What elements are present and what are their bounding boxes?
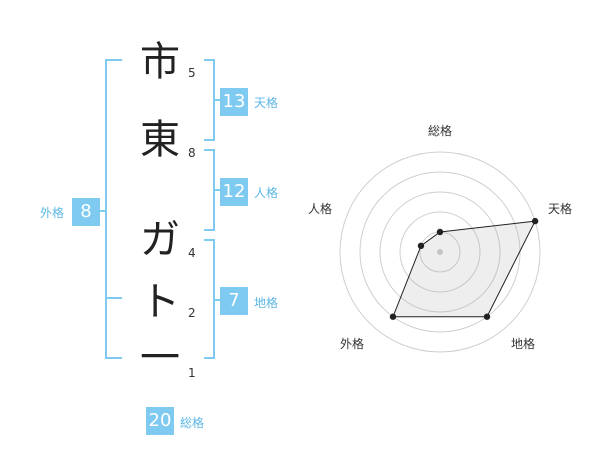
chikaku-bracket xyxy=(204,239,220,359)
radar-center-dot xyxy=(437,249,443,255)
chikaku-value: 7 xyxy=(220,287,248,315)
radar-ring-3 xyxy=(379,191,501,313)
stroke-count-3: 4 xyxy=(188,246,196,260)
jinkaku-value: 12 xyxy=(220,178,248,206)
tenkaku-value: 13 xyxy=(220,88,248,116)
tenkaku-label: 天格 xyxy=(254,96,279,110)
radar-point-5 xyxy=(417,242,425,250)
radar-axis-label-chikaku: 地格 xyxy=(511,337,536,351)
stroke-count-5: 1 xyxy=(188,366,196,380)
soukaku-value: 20 xyxy=(146,407,174,435)
gaikaku-value: 8 xyxy=(72,198,100,226)
stroke-count-4: 2 xyxy=(188,306,196,320)
name-char-1: 市 xyxy=(140,39,180,85)
gaikaku-label: 外格 xyxy=(40,206,65,220)
name-char-4: ト xyxy=(140,279,180,325)
stroke-count-1: 5 xyxy=(188,66,196,80)
tenkaku-bracket xyxy=(204,59,220,141)
name-char-3: ガ xyxy=(140,217,180,263)
radar-axis-label-jinkaku: 人格 xyxy=(308,202,333,216)
radar-ring-5 xyxy=(339,151,541,353)
radar-value-polygon xyxy=(392,220,536,318)
stroke-count-2: 8 xyxy=(188,146,196,160)
radar-point-1 xyxy=(436,228,444,236)
radar-ring-2 xyxy=(399,211,481,293)
radar-axis-label-tenkaku: 天格 xyxy=(548,202,573,216)
radar-point-4 xyxy=(389,313,397,320)
radar-point-3 xyxy=(483,313,491,320)
chikaku-label: 地格 xyxy=(254,296,279,310)
jinkaku-bracket xyxy=(204,149,220,231)
radar-axis-label-soukaku: 総格 xyxy=(428,124,453,138)
soukaku-label: 総格 xyxy=(180,416,205,430)
radar-point-2 xyxy=(531,217,539,225)
jinkaku-label: 人格 xyxy=(254,186,279,200)
name-char-5: 一 xyxy=(140,335,180,381)
name-char-2: 東 xyxy=(140,117,180,163)
radar-axis-label-gaikaku: 外格 xyxy=(340,337,365,351)
